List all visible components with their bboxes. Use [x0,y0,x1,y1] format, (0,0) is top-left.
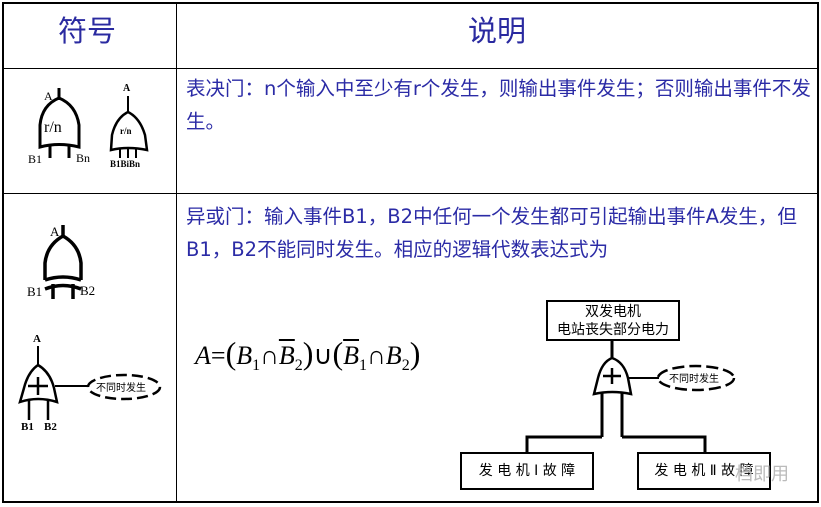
fault-tree-example [525,338,736,452]
divider [176,2,177,503]
svg-text:B2: B2 [80,283,95,298]
svg-text:B1: B1 [27,284,42,299]
watermark: 档即用 [735,464,789,485]
svg-text:A: A [33,333,41,345]
xor-gate-description: 异或门：输入事件B1，B2中任何一个发生都可引起输出事件A发生，但B1，B2不能… [186,205,797,261]
voting-gate-description: 表决门：n个输入中至少有r个发生，则输出事件发生；否则输出事件不发生。 [186,77,811,133]
svg-text:A: A [50,224,60,239]
divider [2,193,819,194]
xor-formula: A=(B1∩B2)∪(B1∩B2) [195,335,421,375]
svg-text:B2: B2 [44,421,57,433]
svg-text:不同时发生: 不同时发生 [96,381,146,394]
header-description: 说明 [468,14,527,48]
label: B1 [28,152,42,166]
voting-gate-small-icon [109,96,149,158]
svg-text:B1: B1 [21,421,34,433]
label: r/n [44,119,62,136]
xor-gate-alt-icon [18,346,162,420]
right-event-box: 发 电 机 Ⅱ 故 障 [637,452,771,490]
svg-text:r/n: r/n [120,126,132,136]
label: Bn [76,151,90,165]
divider [2,68,819,69]
top-event-box: 双发电机电站丧失部分电力 [546,300,680,341]
svg-text:A: A [123,83,131,94]
label: A [44,89,53,103]
xor-gate-icon [43,225,83,299]
svg-text:不同时发生: 不同时发生 [669,372,719,385]
voting-gate-icon [38,88,81,158]
header-symbol: 符号 [58,14,117,48]
left-event-box: 发 电 机 Ⅰ 故 障 [460,452,594,490]
svg-text:B1BiBn: B1BiBn [110,159,140,169]
